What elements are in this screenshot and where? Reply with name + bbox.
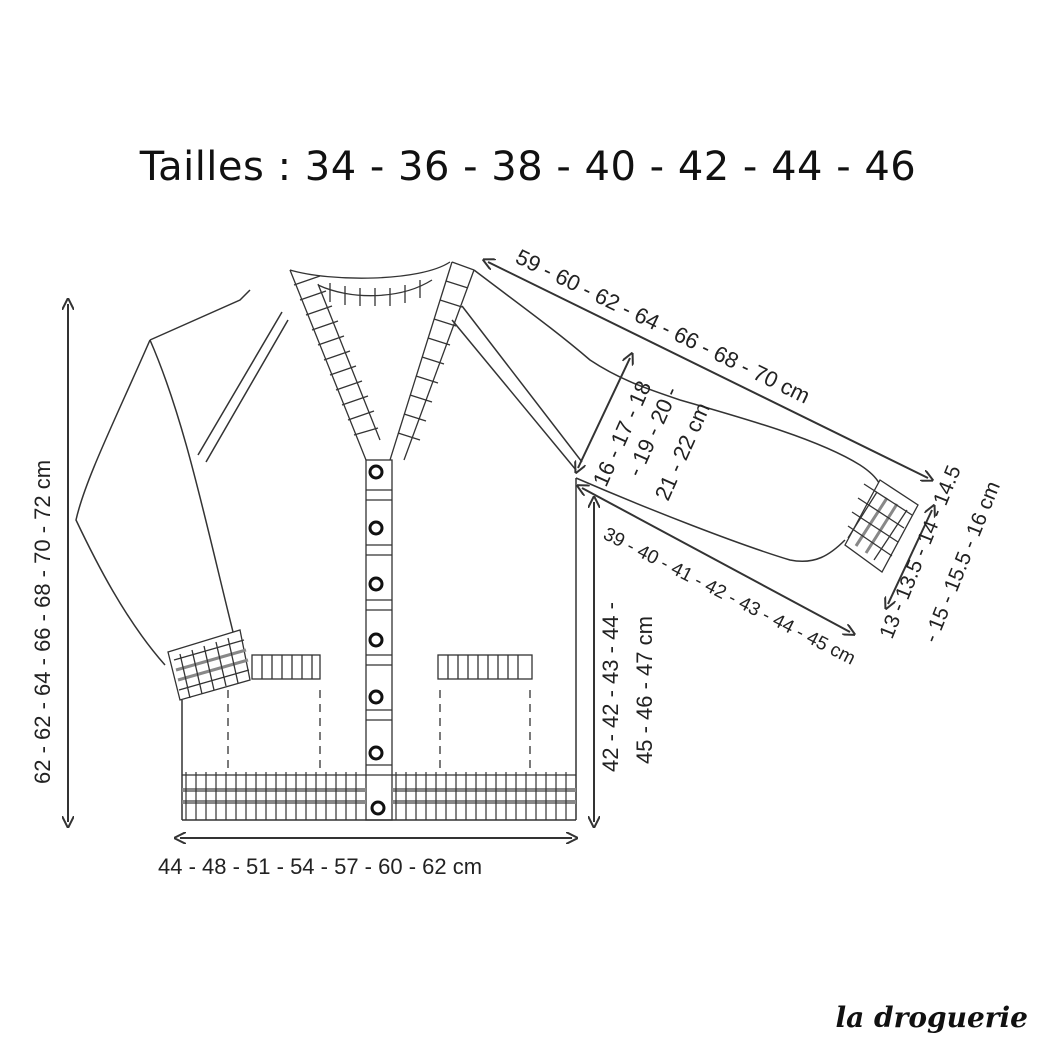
bottom-rib-ticks <box>185 772 567 820</box>
button-icon <box>368 632 384 648</box>
dimension-arrows <box>68 262 932 838</box>
left-sleeve <box>75 289 289 666</box>
left-front-band <box>289 269 381 461</box>
side-length-label-line2: 45 - 46 - 47 cm <box>632 616 657 764</box>
left-pocket <box>227 654 321 770</box>
bottom-width-label: 44 - 48 - 51 - 54 - 57 - 60 - 62 cm <box>158 854 482 879</box>
total-length-label: 62 - 62 - 64 - 66 - 68 - 70 - 72 cm <box>30 460 55 784</box>
bottom-rib <box>182 774 576 804</box>
button-icon <box>368 745 384 761</box>
sizes-title: Tailles : 34 - 36 - 38 - 40 - 42 - 44 - … <box>139 144 917 190</box>
right-pocket <box>437 654 533 770</box>
right-front-band <box>389 261 475 461</box>
side-length-label-line1: 42 - 42 - 43 - 44 - <box>598 602 623 772</box>
button-icon <box>368 520 384 536</box>
buttons <box>368 464 386 816</box>
button-icon <box>368 576 384 592</box>
sleeve-top-arrow <box>488 262 928 478</box>
button-icon <box>370 800 386 816</box>
sleeve-under-arrow <box>582 488 850 632</box>
button-icon <box>368 689 384 705</box>
neck-band <box>289 261 451 306</box>
brand-logo: la droguerie <box>835 1001 1029 1034</box>
cuff-arrow <box>888 510 932 604</box>
left-cuff <box>167 629 251 701</box>
button-placket <box>365 459 393 821</box>
button-icon <box>368 464 384 480</box>
